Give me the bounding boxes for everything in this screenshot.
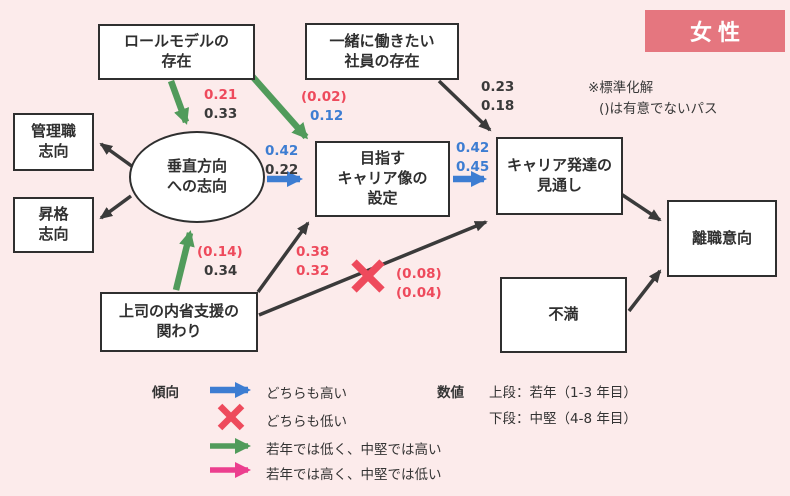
coef-role-to-career-image: (0.02) 0.12 — [301, 88, 347, 125]
legend-red-x-icon — [217, 403, 245, 431]
legend-values-lower: 下段：中堅（4-8 年目） — [489, 411, 637, 427]
coef-upper: 0.21 — [204, 87, 238, 103]
legend-values-upper: 上段：若年（1-3 年目） — [489, 385, 637, 401]
coef-lower: 0.34 — [204, 262, 238, 279]
node-career-outlook: キャリア発達の 見通し — [496, 137, 623, 215]
arrow-outlook-to-turnover — [620, 192, 662, 222]
legend-item-young-high: 若年では高く、中堅では低い — [266, 467, 442, 483]
legend-trend-label: 傾向 — [152, 385, 179, 401]
coef-lower: 0.33 — [204, 105, 238, 122]
coef-supervisor-to-career-image: 0.38 0.32 — [296, 243, 329, 280]
red-x-icon — [351, 259, 385, 293]
coef-lower: (0.04) — [396, 284, 442, 301]
arrow-role-to-career-image — [249, 73, 309, 140]
arrow-vertical-to-managerial — [99, 142, 135, 169]
coef-lower: 0.22 — [265, 161, 299, 178]
legend-values-label: 数値 — [437, 385, 464, 401]
coef-lower: 0.18 — [481, 97, 515, 114]
arrow-coworker-to-outlook — [437, 79, 492, 132]
coef-upper: (0.02) — [301, 89, 347, 105]
coef-vertical-to-career-image: 0.42 0.22 — [265, 142, 298, 179]
arrow-vertical-to-promotion — [99, 194, 133, 220]
note-line1: ※標準化解 — [588, 80, 654, 96]
arrow-role-to-vertical — [167, 79, 190, 125]
node-turnover-intention: 離職意向 — [667, 200, 777, 277]
arrow-supervisor-to-vertical — [172, 230, 195, 291]
coef-upper: 0.23 — [481, 79, 515, 95]
coef-career-image-to-outlook: 0.42 0.45 — [456, 139, 489, 176]
node-vertical-orientation: 垂直方向 への志向 — [129, 131, 265, 223]
node-role-model: ロールモデルの 存在 — [98, 24, 255, 80]
note: ※標準化解 ()は有意でないパス — [588, 78, 718, 120]
coef-lower: 0.45 — [456, 158, 490, 175]
coef-coworker-to-outlook: 0.23 0.18 — [481, 78, 514, 115]
coef-lower: 0.12 — [310, 107, 344, 124]
coef-upper: 0.42 — [456, 140, 490, 156]
node-promotion-orientation: 昇格 志向 — [13, 197, 94, 253]
coef-upper: (0.08) — [396, 266, 442, 282]
coef-lower: 0.32 — [296, 262, 330, 279]
coef-upper: (0.14) — [197, 244, 243, 260]
arrow-supervisor-to-career-image — [256, 221, 310, 294]
coef-supervisor-to-vertical: (0.14) 0.34 — [197, 243, 243, 280]
node-managerial-orientation: 管理職 志向 — [13, 113, 94, 171]
arrow-dissatisfaction-to-turnover — [627, 269, 662, 313]
coef-supervisor-to-outlook: (0.08) (0.04) — [396, 265, 442, 302]
node-dissatisfaction: 不満 — [500, 277, 627, 353]
legend-item-young-low: 若年では低く、中堅では高い — [266, 442, 442, 458]
node-career-image: 目指す キャリア像の 設定 — [315, 141, 450, 217]
note-line2: ()は有意でないパス — [599, 101, 718, 117]
node-coworker: 一緒に働きたい 社員の存在 — [305, 23, 459, 80]
coef-role-to-vertical: 0.21 0.33 — [204, 86, 237, 123]
legend-item-both-high: どちらも高い — [266, 386, 347, 402]
coef-upper: 0.42 — [265, 143, 299, 159]
legend-item-both-low: どちらも低い — [266, 414, 347, 430]
gender-badge: 女性 — [645, 10, 785, 52]
node-supervisor-support: 上司の内省支援の 関わり — [100, 292, 258, 352]
coef-upper: 0.38 — [296, 244, 330, 260]
